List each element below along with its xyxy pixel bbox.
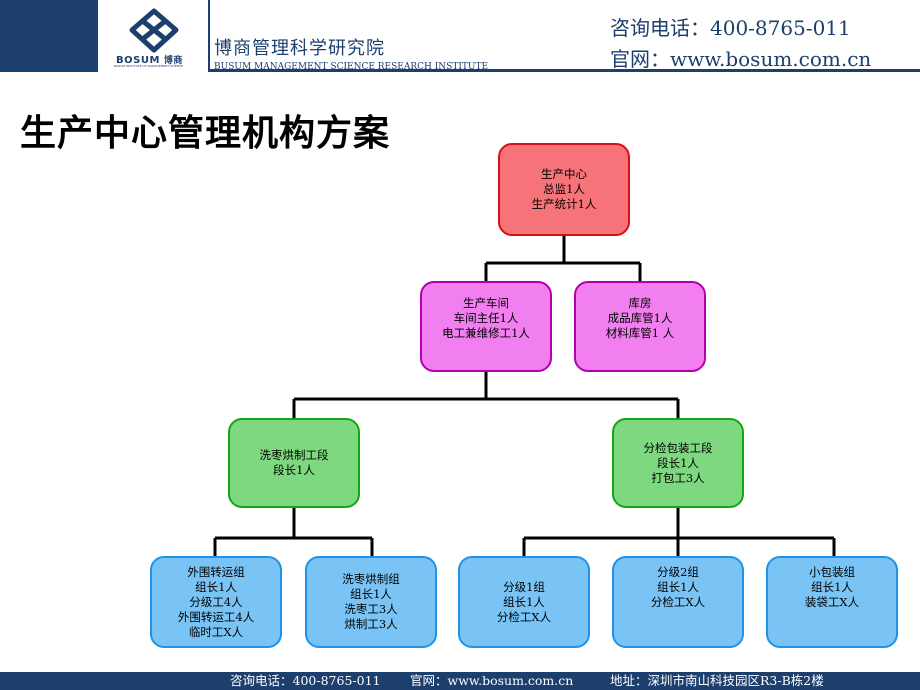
bosum-logo-icon xyxy=(129,8,179,53)
node-line: 组长1人 xyxy=(657,579,699,594)
org-name-cn: 博商管理科学研究院 xyxy=(214,38,385,59)
footer-bar xyxy=(0,672,920,690)
header-rule xyxy=(210,69,920,72)
page-title: 生产中心管理机构方案 xyxy=(20,113,391,154)
node-line: 成品库管1人 xyxy=(607,311,673,325)
node-line: 装袋工X人 xyxy=(804,594,860,609)
node-line: 生产中心 xyxy=(540,167,587,181)
node-line: 总监1人 xyxy=(543,182,585,196)
footer-website: 官网：www.bosum.com.cn xyxy=(410,673,574,688)
node-line: 临时工X人 xyxy=(188,624,244,639)
node-line: 分级1组 xyxy=(503,579,545,594)
node-line: 段长1人 xyxy=(657,455,699,470)
node-line: 分检工X人 xyxy=(650,594,706,609)
node-line: 组长1人 xyxy=(503,594,545,609)
node-line: 洗枣烘制组 xyxy=(342,572,400,586)
node-packing-section: 分检包装工段 段长1人 打包工3人 xyxy=(612,418,744,508)
node-line: 组长1人 xyxy=(350,587,392,601)
logo-cn: 博商 xyxy=(163,56,183,66)
node-grading-group-2: 分级2组 组长1人 分检工X人 xyxy=(612,556,744,648)
node-line: 生产车间 xyxy=(462,296,509,310)
node-line: 分检工X人 xyxy=(496,609,552,624)
footer-phone: 咨询电话：400-8765-011 xyxy=(230,673,381,688)
header-band xyxy=(0,0,98,72)
node-line: 烘制工3人 xyxy=(344,617,398,631)
node-line: 洗枣烘制工段 xyxy=(259,448,329,462)
node-line: 外围转运组 xyxy=(187,564,245,579)
node-production-center: 生产中心 总监1人 生产统计1人 xyxy=(498,143,630,236)
node-line: 外围转运工4人 xyxy=(177,609,255,624)
logo-subtitle: BOSUM INSTITUTE OF MANAGEMENT SCIENCE xyxy=(114,64,184,68)
node-line: 小包装组 xyxy=(809,564,855,579)
header-phone: 咨询电话：400-8765-011 xyxy=(610,16,851,40)
node-line: 分检包装工段 xyxy=(643,440,713,455)
node-line: 组长1人 xyxy=(195,579,237,594)
node-washing-section: 洗枣烘制工段 段长1人 xyxy=(228,418,360,508)
node-line: 生产统计1人 xyxy=(531,197,597,211)
node-line: 打包工3人 xyxy=(651,470,705,485)
node-line: 洗枣工3人 xyxy=(344,602,398,616)
footer-address: 地址：深圳市南山科技园区R3-B栋2楼 xyxy=(610,673,824,688)
node-line: 分级2组 xyxy=(657,564,699,579)
node-line: 材料库管1 人 xyxy=(605,326,675,340)
logo-wordmark: BOSUM 博商 xyxy=(116,53,183,66)
footer-contact: 咨询电话：400-8765-011 官网：www.bosum.com.cn 地址… xyxy=(0,672,920,690)
node-washing-group: 洗枣烘制组 组长1人 洗枣工3人 烘制工3人 xyxy=(305,556,437,648)
node-line: 段长1人 xyxy=(273,463,315,477)
node-production-workshop: 生产车间 车间主任1人 电工兼维修工1人 xyxy=(420,281,552,372)
node-line: 电工兼维修工1人 xyxy=(442,326,530,340)
header-divider xyxy=(208,0,210,72)
node-small-pack-group: 小包装组 组长1人 装袋工X人 xyxy=(766,556,898,648)
node-warehouse: 库房 成品库管1人 材料库管1 人 xyxy=(574,281,706,372)
node-line: 库房 xyxy=(628,296,652,310)
header-website: 官网：www.bosum.com.cn xyxy=(610,47,872,71)
node-line: 车间主任1人 xyxy=(453,311,519,325)
node-grading-group-1: 分级1组 组长1人 分检工X人 xyxy=(458,556,590,648)
node-line: 分级工4人 xyxy=(189,594,243,609)
logo-word: BOSUM xyxy=(116,55,160,66)
node-line: 组长1人 xyxy=(811,579,853,594)
node-transport-group: 外围转运组 组长1人 分级工4人 外围转运工4人 临时工X人 xyxy=(150,556,282,648)
org-name-en: BUSUM MANAGEMENT SCIENCE RESEARCH INSTIT… xyxy=(214,62,489,72)
